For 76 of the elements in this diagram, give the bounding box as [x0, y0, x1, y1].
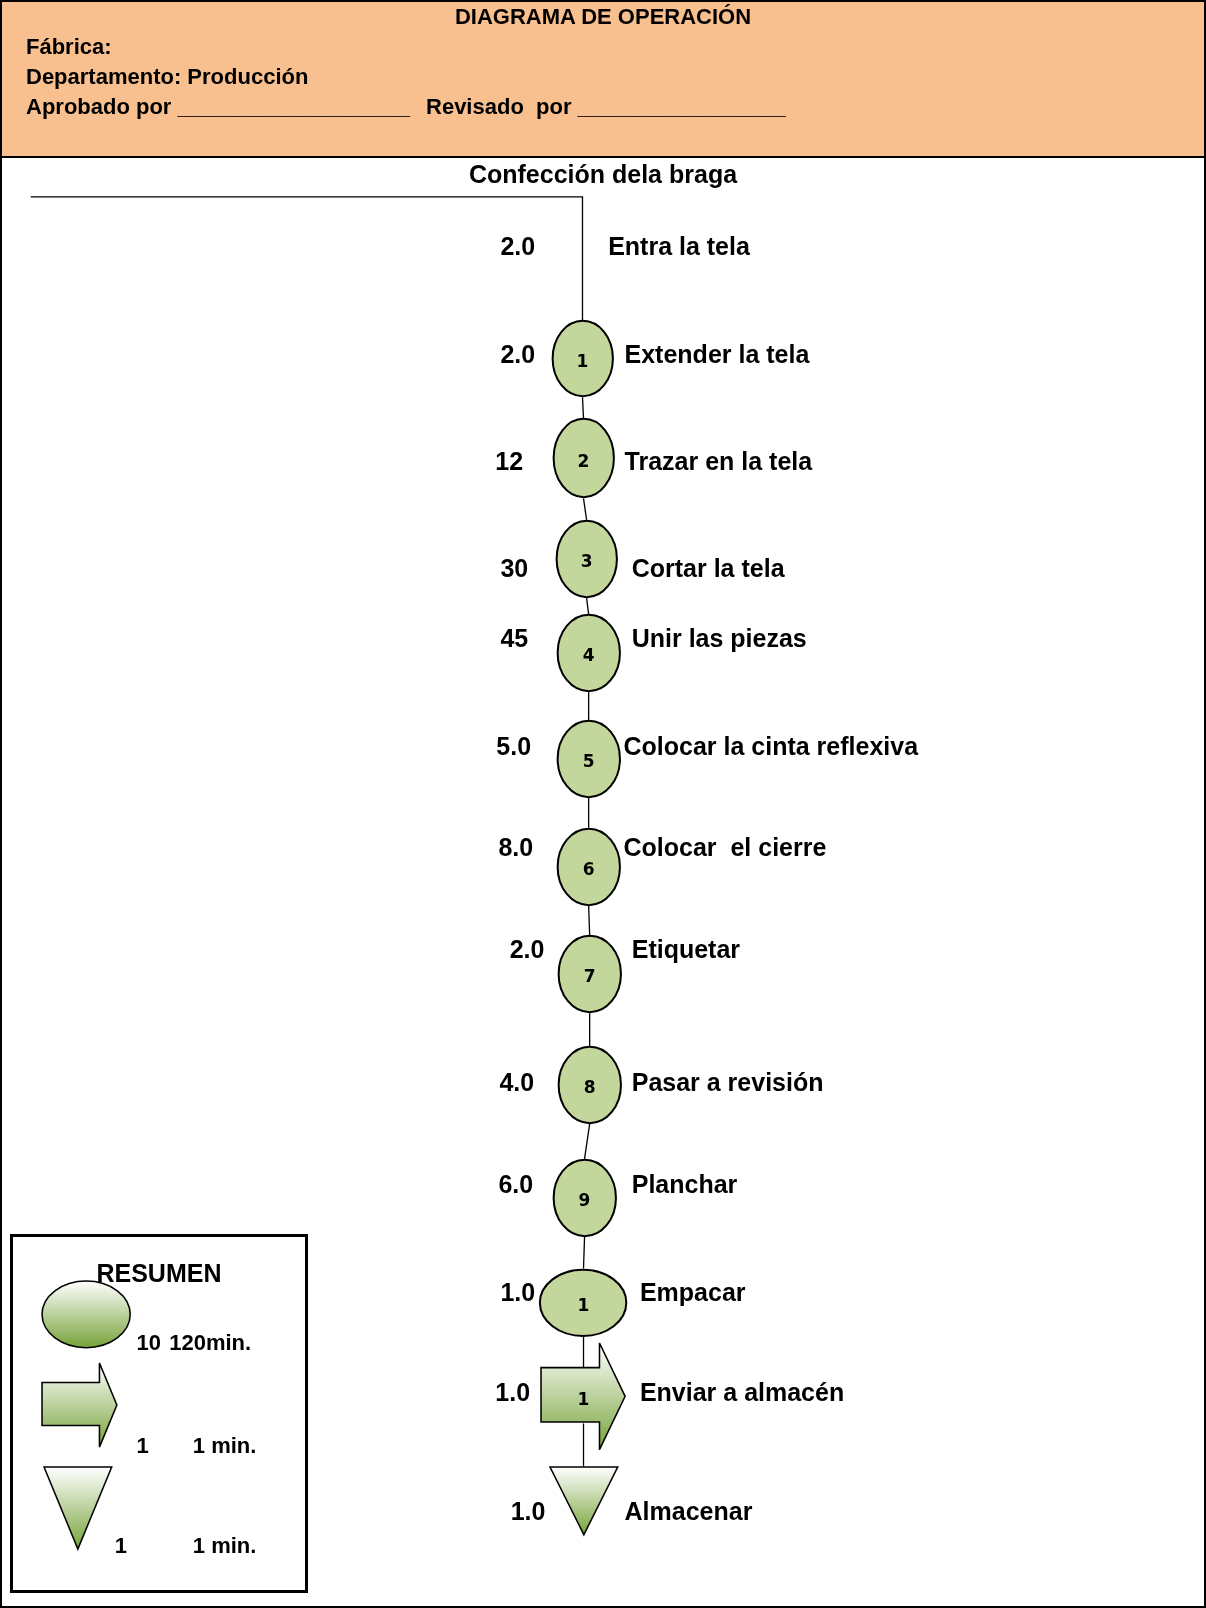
time-value: 12 [495, 448, 524, 474]
operation-ellipse [556, 614, 621, 693]
storage-triangle [548, 1466, 619, 1537]
step-number: 9 [578, 1189, 591, 1213]
operation-ellipse [552, 1158, 617, 1237]
transport-arrow-shape [540, 1342, 627, 1452]
time-value: 1.0 [510, 1498, 546, 1524]
form-field-text: Departamento: Producción [26, 63, 310, 91]
time-value: 2.0 [509, 936, 545, 962]
step-description: Extender la tela [624, 341, 810, 367]
step-description: Enviar a almacén [639, 1379, 845, 1405]
diagram-title: Confección dela braga [467, 162, 739, 187]
step-description: Empacar [639, 1279, 746, 1305]
connector-line [582, 1335, 585, 1370]
operation-ellipse [556, 719, 621, 798]
connector-line [30, 196, 584, 322]
time-value: 1.0 [500, 1279, 536, 1305]
form-field-text: Fábrica: [26, 33, 113, 61]
time-value: 6.0 [498, 1171, 534, 1197]
step-description: Pasar a revisión [631, 1069, 824, 1095]
connector-line [588, 691, 590, 721]
step-description: Cortar la tela [631, 555, 785, 581]
step-description: Colocar la cinta reflexiva [623, 733, 919, 759]
operation-ellipse [557, 935, 622, 1014]
operation-ellipse [555, 519, 618, 598]
time-value: 2.0 [500, 233, 536, 259]
time-value: 8.0 [498, 834, 534, 860]
step-number: 8 [583, 1076, 596, 1100]
connector-line [585, 597, 590, 615]
step-number: 1 [577, 1388, 590, 1411]
time-value: 5.0 [496, 733, 532, 759]
time-value: 2.0 [500, 341, 536, 367]
summary-value: 1 [114, 1535, 128, 1558]
time-value: 4.0 [499, 1069, 535, 1095]
connector-line [582, 1422, 585, 1468]
step-number: 7 [583, 965, 596, 989]
summary-value: 1 min. [192, 1434, 257, 1457]
step-number: 1 [576, 350, 589, 374]
form-heading: DIAGRAMA DE OPERACIÓN [453, 3, 753, 31]
step-description: Planchar [631, 1171, 738, 1197]
operation-ellipse [556, 827, 621, 906]
operation-ellipse [539, 1268, 628, 1337]
time-value: 30 [500, 555, 529, 581]
step-number: 2 [577, 449, 590, 473]
time-value: 1.0 [495, 1379, 531, 1405]
step-number: 3 [580, 550, 593, 574]
connector-line [589, 1012, 591, 1047]
summary-heading: RESUMEN [95, 1257, 223, 1289]
step-description: Unir las piezas [631, 625, 807, 651]
operation-ellipse [557, 1046, 622, 1124]
summary-value: 1 min. [192, 1535, 257, 1558]
connector-line [588, 797, 590, 829]
connector-line [582, 497, 588, 521]
step-description: Entra la tela [608, 233, 750, 259]
connector-line [582, 1236, 586, 1270]
step-description: Colocar el cierre [623, 834, 827, 860]
step-number: 6 [582, 857, 595, 881]
connector-line [581, 396, 585, 420]
connector-line [588, 904, 591, 936]
step-number: 1 [577, 1293, 590, 1317]
summary-box [10, 1233, 308, 1593]
summary-value: 1 [136, 1434, 149, 1457]
time-value: 45 [500, 625, 529, 651]
header-panel [0, 0, 1206, 158]
signature-line-text: Revisado por _________________ [426, 93, 786, 121]
summary-value: 120min. [169, 1332, 252, 1355]
operation-ellipse [551, 320, 614, 398]
step-description: Trazar en la tela [624, 448, 813, 474]
step-number: 5 [582, 750, 595, 774]
step-description: Almacenar [624, 1498, 753, 1524]
step-number: 4 [582, 644, 595, 668]
summary-value: 10 [136, 1332, 161, 1355]
step-description: Etiquetar [631, 936, 741, 962]
operation-ellipse [552, 418, 615, 499]
connector-line [583, 1123, 591, 1160]
signature-line-text: Aprobado por ___________________ [26, 93, 410, 121]
